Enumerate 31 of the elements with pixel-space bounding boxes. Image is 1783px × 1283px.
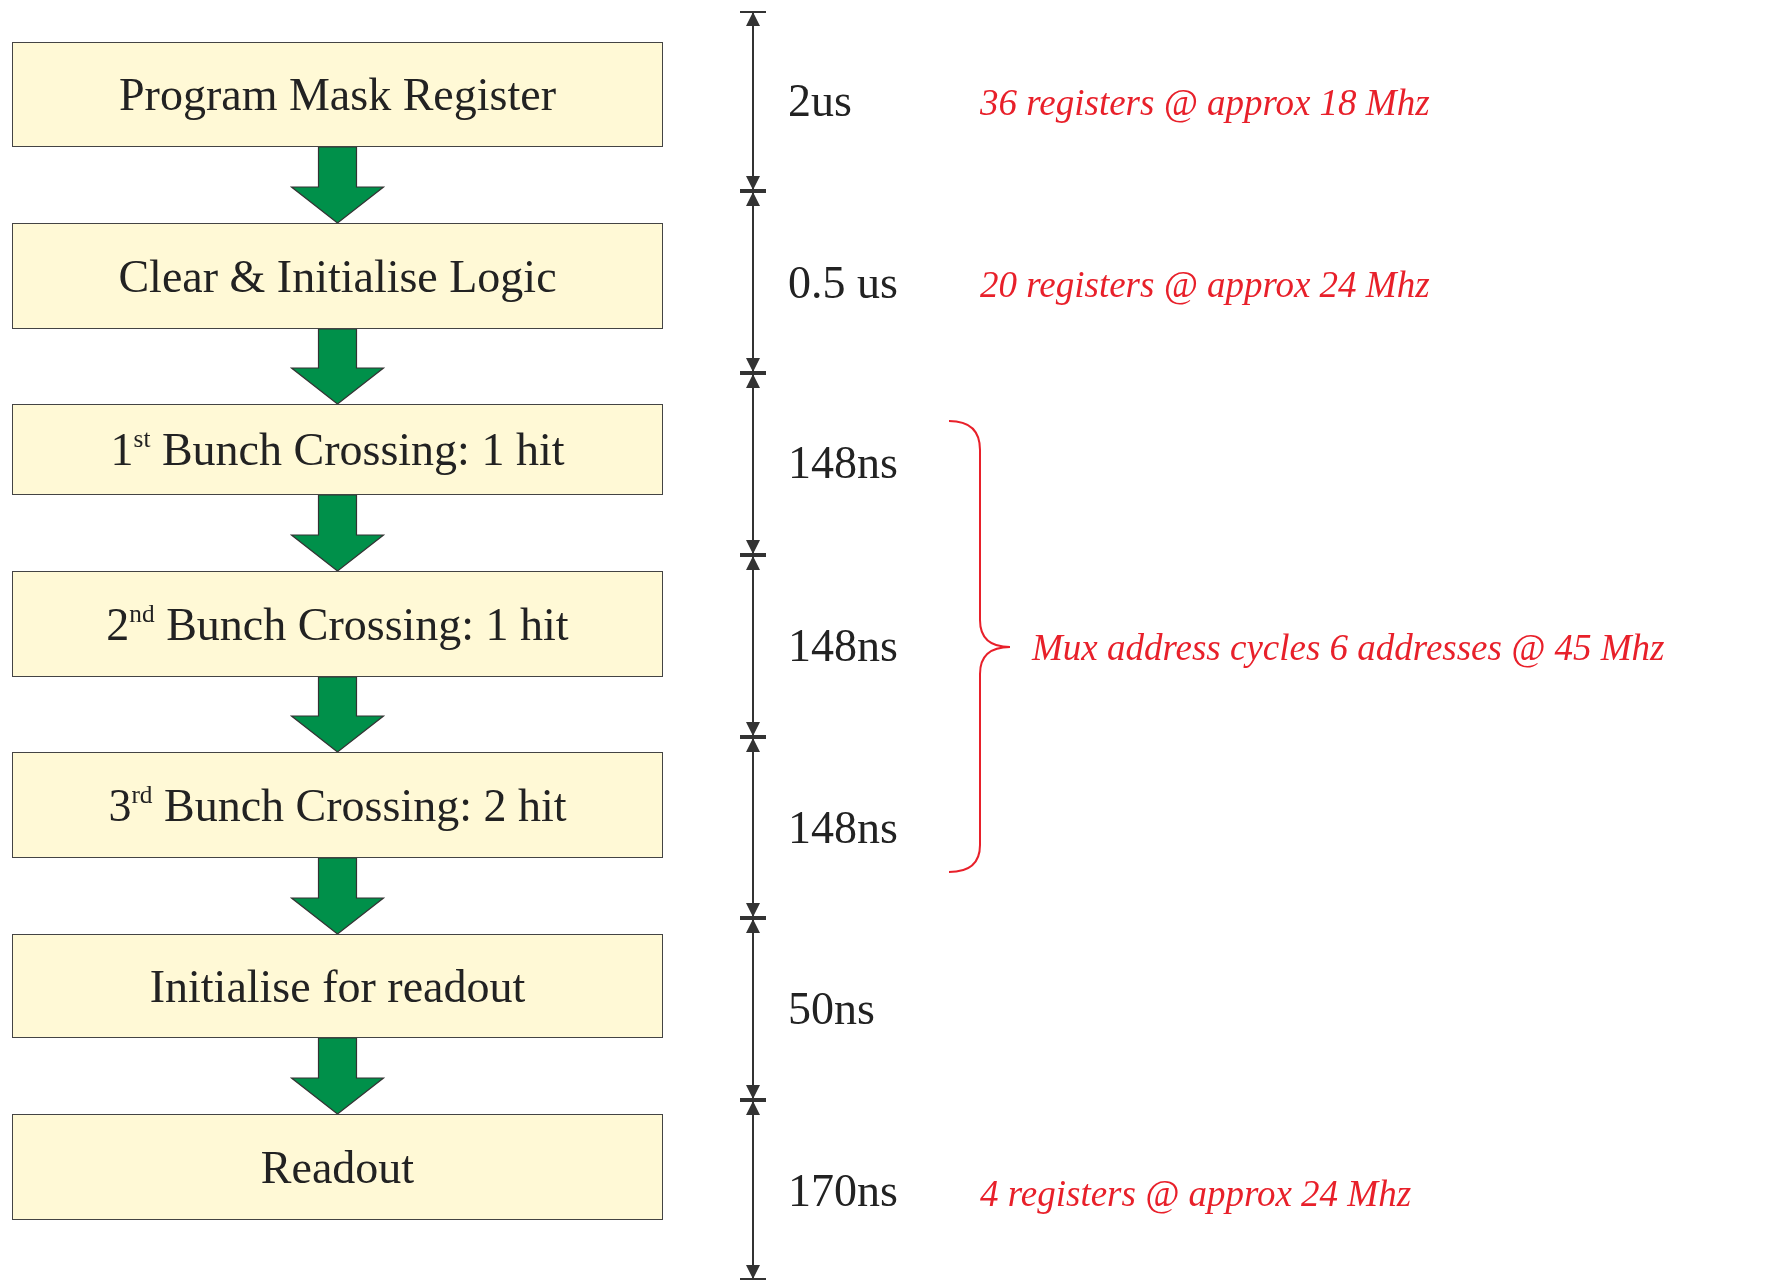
timing-note: 20 registers @ approx 24 Mhz bbox=[980, 262, 1430, 306]
process-box bbox=[12, 42, 663, 147]
process-box bbox=[12, 934, 663, 1038]
timing-note: Mux address cycles 6 addresses @ 45 Mhz bbox=[1032, 625, 1665, 669]
duration-label: 170ns bbox=[788, 1163, 898, 1217]
box-label: Readout bbox=[260, 1140, 415, 1194]
duration-label: 50ns bbox=[788, 981, 875, 1035]
timing-note: 4 registers @ approx 24 Mhz bbox=[980, 1171, 1412, 1215]
duration-label: 148ns bbox=[788, 800, 898, 854]
process-box bbox=[12, 223, 663, 329]
box-label: Initialise for readout bbox=[149, 959, 526, 1013]
block-arrow bbox=[289, 146, 386, 224]
duration-label: 2us bbox=[788, 73, 852, 127]
duration-label: 0.5 us bbox=[788, 255, 898, 309]
duration-label: 148ns bbox=[788, 435, 898, 489]
block-arrow bbox=[289, 676, 386, 753]
box-label: 2$^{nd}$ Bunch Crossing: 1 hit bbox=[106, 597, 569, 651]
block-arrow bbox=[289, 857, 386, 935]
box-label: 3$^{rd}$ Bunch Crossing: 2 hit bbox=[108, 778, 567, 832]
process-box bbox=[12, 1114, 663, 1220]
box-label: Program Mask Register bbox=[119, 68, 556, 121]
block-arrow bbox=[289, 328, 386, 405]
timing-note: 36 registers @ approx 18 Mhz bbox=[980, 80, 1430, 124]
process-box bbox=[12, 752, 663, 858]
box-label: 1$^{st}$ Bunch Crossing: 1 hit bbox=[110, 423, 565, 476]
block-arrow bbox=[289, 494, 386, 572]
duration-label: 148ns bbox=[788, 618, 898, 672]
box-label: Clear & Initialise Logic bbox=[118, 249, 557, 303]
block-arrow bbox=[289, 1037, 386, 1115]
process-box bbox=[12, 571, 663, 677]
process-box bbox=[12, 404, 663, 495]
